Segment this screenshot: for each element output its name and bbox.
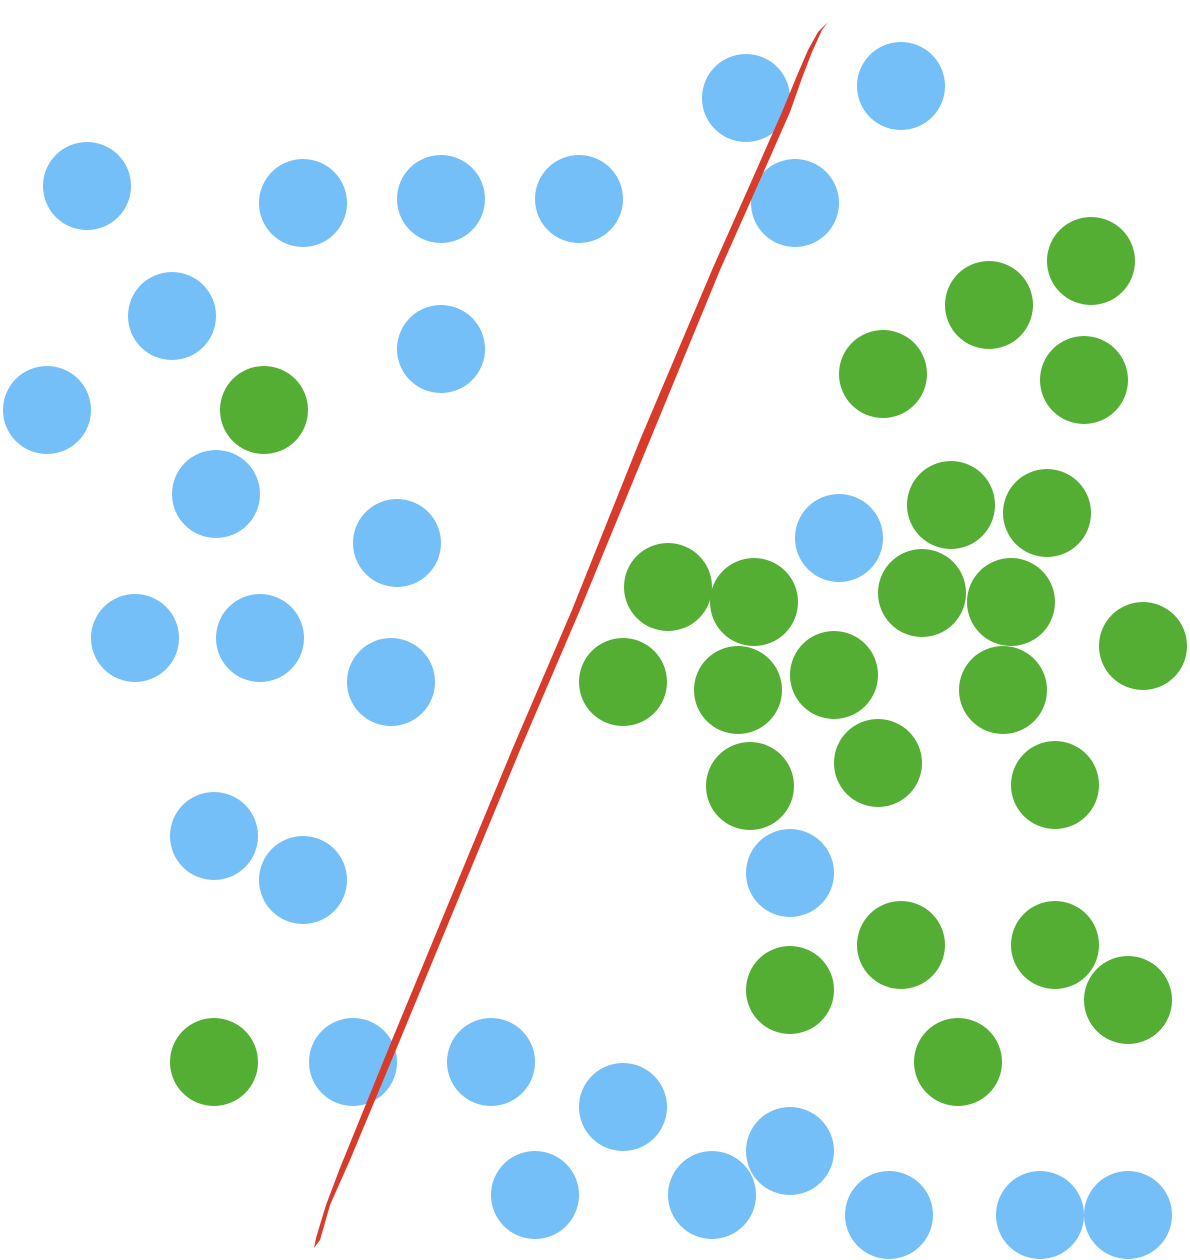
blue-point xyxy=(353,499,441,587)
blue-point xyxy=(128,272,216,360)
green-point xyxy=(914,1018,1002,1106)
green-point xyxy=(839,330,927,418)
green-point xyxy=(1047,217,1135,305)
blue-point xyxy=(91,594,179,682)
blue-point xyxy=(857,42,945,130)
green-point xyxy=(624,543,712,631)
blue-point xyxy=(259,159,347,247)
green-point xyxy=(878,549,966,637)
blue-point xyxy=(996,1171,1084,1259)
green-point xyxy=(967,558,1055,646)
blue-point xyxy=(347,638,435,726)
blue-point xyxy=(216,594,304,682)
blue-point xyxy=(397,305,485,393)
blue-point xyxy=(259,836,347,924)
green-point xyxy=(710,558,798,646)
green-point xyxy=(1011,741,1099,829)
green-point xyxy=(1003,469,1091,557)
blue-point xyxy=(172,450,260,538)
green-point xyxy=(1084,956,1172,1044)
blue-point xyxy=(397,155,485,243)
blue-point xyxy=(43,142,131,230)
blue-point xyxy=(702,54,790,142)
green-point xyxy=(706,742,794,830)
points-group xyxy=(3,42,1187,1259)
green-point xyxy=(857,901,945,989)
blue-point xyxy=(3,366,91,454)
blue-point xyxy=(746,829,834,917)
blue-point xyxy=(1084,1171,1172,1259)
green-point xyxy=(694,646,782,734)
green-point xyxy=(790,631,878,719)
blue-point xyxy=(795,494,883,582)
green-point xyxy=(959,646,1047,734)
blue-point xyxy=(751,159,839,247)
green-point xyxy=(1040,336,1128,424)
blue-point xyxy=(447,1018,535,1106)
green-point xyxy=(220,366,308,454)
green-point xyxy=(907,461,995,549)
green-point xyxy=(1099,602,1187,690)
green-point xyxy=(834,719,922,807)
blue-point xyxy=(845,1171,933,1259)
blue-point xyxy=(746,1107,834,1195)
green-point xyxy=(746,946,834,1034)
blue-point xyxy=(535,155,623,243)
blue-point xyxy=(491,1151,579,1239)
blue-point xyxy=(668,1151,756,1239)
green-point xyxy=(579,638,667,726)
green-point xyxy=(945,261,1033,349)
blue-point xyxy=(579,1063,667,1151)
green-point xyxy=(1011,901,1099,989)
blue-point xyxy=(170,792,258,880)
green-point xyxy=(170,1018,258,1106)
